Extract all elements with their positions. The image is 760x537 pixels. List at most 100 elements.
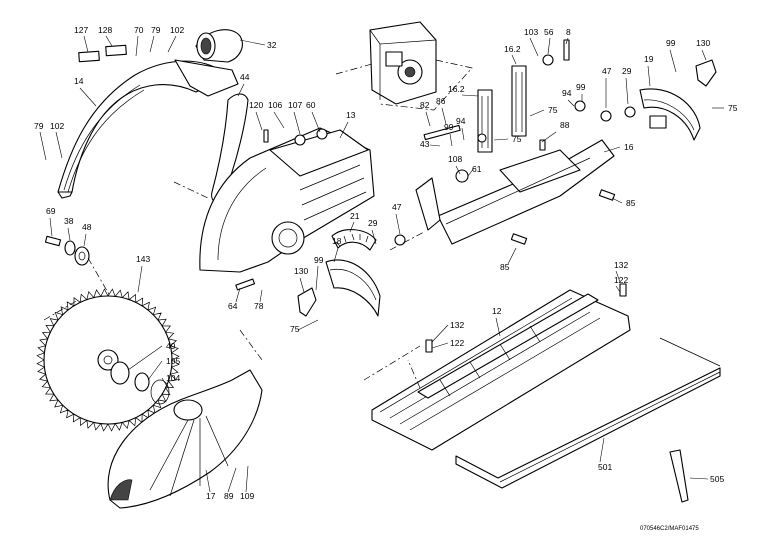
leader-line-c12 — [495, 317, 501, 337]
leader-line-c79b — [39, 131, 47, 161]
leader-line-c75b — [529, 109, 545, 117]
leader-line-c64 — [235, 287, 241, 303]
leader-line-c29b — [625, 77, 629, 105]
leader-line-c13 — [339, 121, 349, 139]
part-number-c143: 143 — [136, 254, 150, 264]
leader-line-c16_2b — [511, 54, 517, 65]
part-number-c85a: 85 — [626, 198, 636, 208]
part-number-c88: 88 — [560, 120, 570, 130]
part-number-c130b: 130 — [696, 38, 710, 48]
part-number-c43: 43 — [420, 139, 430, 149]
part-number-c69: 69 — [46, 206, 56, 216]
part-number-c75a: 75 — [290, 324, 300, 334]
leader-line-c132b — [431, 324, 449, 343]
part-number-c99d: 99 — [666, 38, 676, 48]
knob-130-left-drawing — [297, 287, 317, 317]
motor-dash-outline — [335, 59, 473, 111]
fence-18-drawing — [325, 259, 381, 317]
leader-line-c47a — [395, 213, 401, 235]
part-number-c89: 89 — [224, 491, 234, 501]
leader-line-c78 — [259, 289, 263, 303]
leader-line-c89 — [227, 467, 237, 493]
leader-line-c103 — [529, 37, 539, 57]
leader-line-c82 — [425, 111, 431, 127]
washer-105-drawing — [134, 372, 150, 392]
leader-line-c85a — [611, 197, 623, 204]
leader-line-c130b — [701, 49, 707, 61]
part-number-c75d: 75 — [728, 103, 738, 113]
part-number-c82: 82 — [420, 100, 430, 110]
dust-spout-drawing — [195, 29, 243, 63]
right-guard-19-drawing — [639, 88, 701, 141]
label-plate-127-drawing — [78, 50, 100, 63]
part-number-c47a: 47 — [392, 202, 402, 212]
part-number-c61: 61 — [472, 164, 482, 174]
part-number-c12: 12 — [492, 306, 502, 316]
leader-line-c94a — [461, 127, 465, 141]
part-number-c132b: 132 — [450, 320, 464, 330]
leader-line-c501 — [599, 437, 605, 463]
motor-unit-drawing — [369, 21, 437, 105]
leader-line-c105 — [147, 360, 163, 381]
leader-line-c94b — [567, 99, 575, 107]
part-number-c16: 16 — [624, 142, 634, 152]
leader-line-c44 — [237, 83, 245, 97]
part-number-c99c: 99 — [576, 82, 586, 92]
part-number-c99a: 99 — [314, 255, 324, 265]
leader-line-c60 — [311, 111, 321, 133]
leader-line-c107 — [293, 111, 301, 135]
part-number-c122b: 122 — [450, 338, 464, 348]
part-number-c16_2b: 16.2 — [504, 44, 521, 54]
knob-130-right-drawing — [695, 59, 717, 87]
leader-line-c18 — [333, 247, 339, 263]
leader-line-c69 — [49, 217, 53, 237]
part-number-c127: 127 — [74, 25, 88, 35]
ring-104-drawing — [150, 379, 170, 405]
leader-line-c102b — [55, 131, 63, 159]
leader-line-c106 — [273, 111, 285, 129]
leader-line-c99b — [449, 133, 453, 147]
document-code: 070546C2/MAF01475 — [640, 526, 699, 532]
part-number-c104: 104 — [166, 373, 180, 383]
leader-line-c48 — [83, 233, 87, 247]
leader-line-c29a — [371, 229, 377, 245]
motor-housing-drawing — [199, 127, 375, 273]
part-number-c120: 120 — [249, 100, 263, 110]
part-number-c75b: 75 — [548, 105, 558, 115]
part-number-c106: 106 — [268, 100, 282, 110]
leader-line-c75a — [297, 319, 319, 331]
part-number-c79b: 79 — [34, 121, 44, 131]
part-number-c29a: 29 — [368, 218, 378, 228]
leader-line-c85b — [507, 247, 517, 265]
leader-line-c122a — [615, 285, 621, 293]
leader-line-c99a — [315, 265, 319, 291]
part-number-c122a: 122 — [614, 275, 628, 285]
leader-line-c61 — [467, 167, 475, 177]
part-number-c86: 86 — [436, 96, 446, 106]
part-number-c78: 78 — [254, 301, 264, 311]
part-number-c107: 107 — [288, 100, 302, 110]
part-number-c38: 38 — [64, 216, 74, 226]
leader-line-c75c — [493, 138, 509, 141]
part-number-c99b: 99 — [444, 122, 454, 132]
part-number-c79a: 79 — [151, 25, 161, 35]
part-number-c16_2a: 16.2 — [448, 84, 465, 94]
blade-teeth — [36, 288, 180, 432]
arbor-bolt-group-drawing — [44, 235, 90, 266]
leader-line-c56 — [547, 37, 551, 55]
part-number-c132a: 132 — [614, 260, 628, 270]
lower-blade-guard-drawing — [107, 369, 263, 509]
part-number-c94a: 94 — [456, 116, 466, 126]
part-number-c47b: 47 — [602, 66, 612, 76]
part-number-c32: 32 — [267, 40, 277, 50]
part-number-c501: 501 — [598, 462, 612, 472]
part-number-c102b: 102 — [50, 121, 64, 131]
part-number-c56: 56 — [544, 27, 554, 37]
label-plate-128-drawing — [105, 44, 127, 57]
base-plate-drawing — [371, 289, 631, 451]
leader-line-c88 — [541, 131, 557, 143]
part-number-c21: 21 — [350, 211, 360, 221]
rail-501-drawing — [455, 337, 721, 489]
